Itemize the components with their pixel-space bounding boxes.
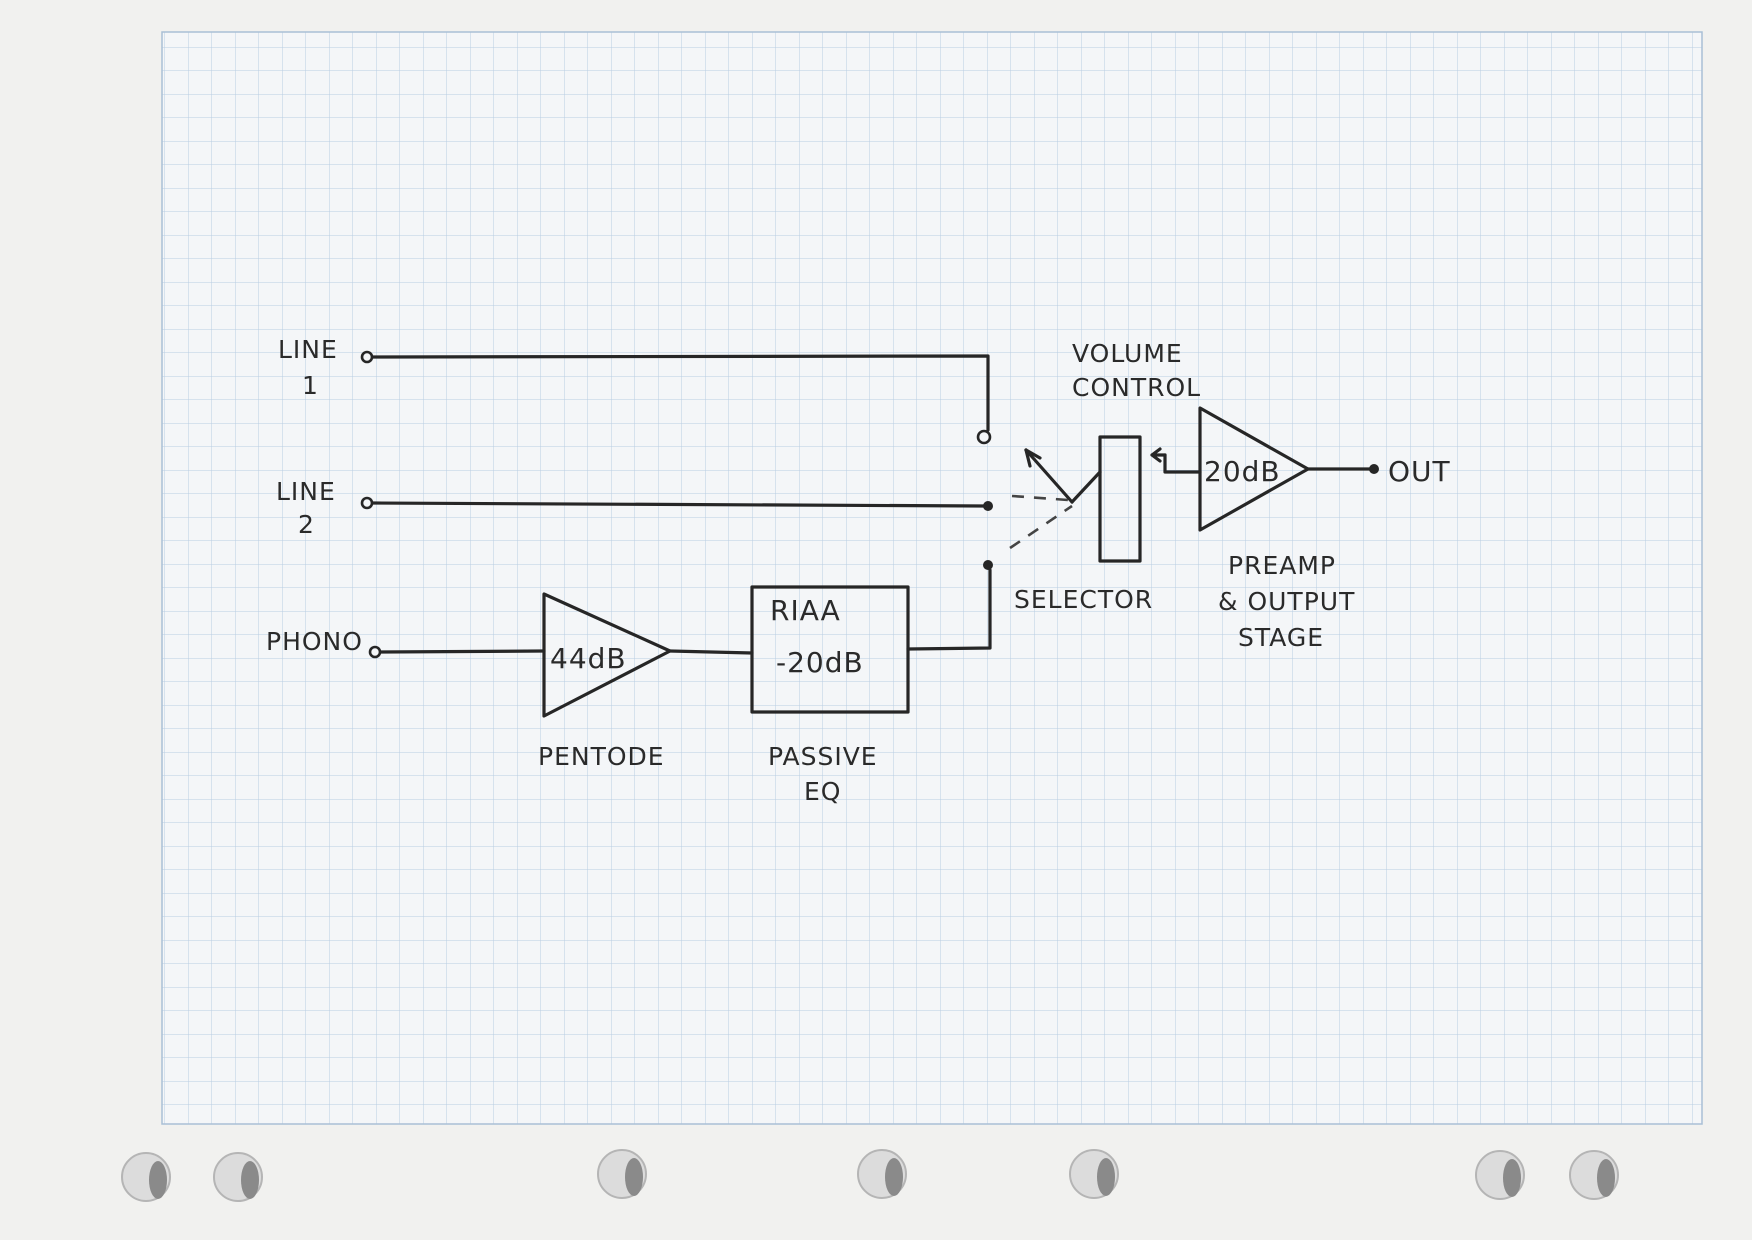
- volume-wiper-arrow: [1150, 447, 1167, 463]
- punch-hole: [121, 1152, 171, 1202]
- riaa-title: RIAA: [770, 594, 841, 627]
- selector-contact-1: [976, 429, 992, 445]
- pentode-to-riaa-wire: [668, 649, 754, 655]
- pentode-amplifier: 44dB PENTODE: [538, 592, 672, 771]
- phono-label: PHONO: [266, 627, 363, 656]
- selector-to-volume-wire: [1070, 470, 1102, 504]
- volume-potentiometer: [1098, 435, 1142, 563]
- selector-dashed-line2: [1011, 494, 1069, 502]
- phono-terminal: [368, 645, 382, 659]
- selector-contact-2: [983, 501, 993, 511]
- input-selector: SELECTOR: [1009, 448, 1153, 614]
- line2-label-top: LINE: [276, 477, 336, 506]
- punch-hole: [1475, 1150, 1525, 1200]
- preamp-gain: 20dB: [1204, 455, 1281, 488]
- output-terminal: [1369, 464, 1379, 474]
- line1-label-top: LINE: [278, 335, 338, 364]
- line2-input: LINE 2: [276, 477, 993, 539]
- preamp-caption-line1: PREAMP: [1228, 551, 1336, 580]
- volume-control: VOLUME CONTROL: [1072, 339, 1202, 563]
- line2-terminal: [360, 496, 374, 510]
- phono-input: PHONO: [266, 627, 546, 659]
- pentode-caption: PENTODE: [538, 742, 665, 771]
- selector-caption: SELECTOR: [1014, 585, 1153, 614]
- pentode-gain: 44dB: [550, 642, 627, 675]
- punch-holes: [121, 1149, 1619, 1202]
- punch-hole: [1569, 1150, 1619, 1200]
- preamp-caption-line3: STAGE: [1238, 623, 1324, 652]
- pentode-triangle: [542, 592, 672, 718]
- graph-grid: [162, 32, 1702, 1124]
- riaa-caption-line1: PASSIVE: [768, 742, 878, 771]
- grid-border: [161, 31, 1703, 1125]
- line2-label-bottom: 2: [298, 510, 315, 539]
- line1-terminal: [360, 350, 374, 364]
- selector-wiper-arrow: [1024, 448, 1042, 468]
- line1-wire: [371, 354, 990, 432]
- line2-wire: [371, 501, 986, 508]
- preamp-output-stage: 20dB PREAMP & OUTPUT STAGE: [1198, 406, 1355, 652]
- riaa-caption-line2: EQ: [804, 777, 841, 806]
- volume-to-preamp-wire: [1163, 453, 1202, 474]
- volume-caption-line2: CONTROL: [1072, 373, 1201, 402]
- punch-hole: [1069, 1149, 1119, 1199]
- selector-contact-3: [983, 560, 993, 570]
- line1-input: LINE 1: [278, 335, 992, 445]
- output-label: OUT: [1388, 455, 1451, 488]
- punch-hole: [597, 1149, 647, 1199]
- preamp-triangle: [1198, 406, 1310, 532]
- punch-hole: [213, 1152, 263, 1202]
- line1-label-bottom: 1: [302, 371, 319, 400]
- preamp-caption-line2: & OUTPUT: [1218, 587, 1355, 616]
- riaa-equalizer: RIAA -20dB PASSIVE EQ: [750, 585, 910, 806]
- selector-wiper: [1024, 448, 1074, 504]
- volume-caption-line1: VOLUME: [1072, 339, 1183, 368]
- riaa-gain: -20dB: [776, 646, 864, 679]
- riaa-to-selector-wire: [906, 568, 992, 651]
- phono-wire: [379, 649, 546, 654]
- punch-hole: [857, 1149, 907, 1199]
